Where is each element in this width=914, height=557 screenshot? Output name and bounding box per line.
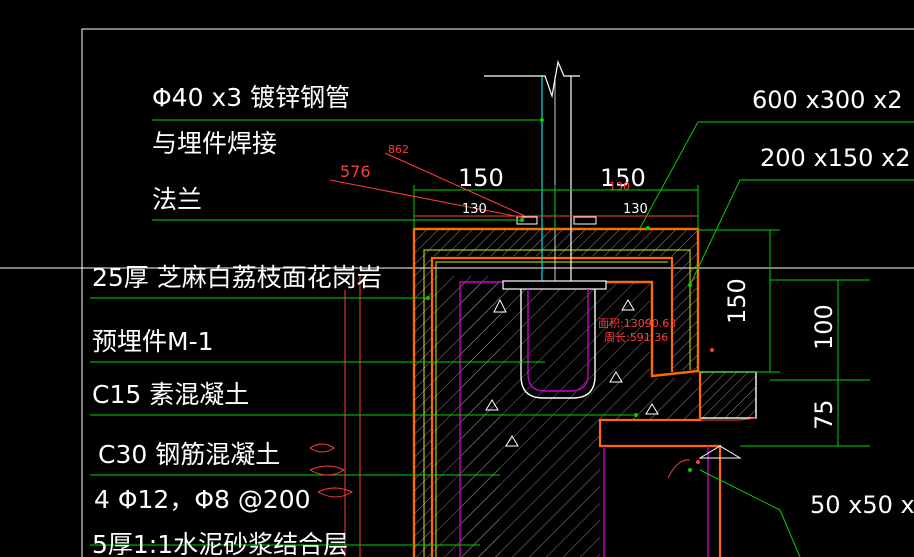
red-point-markers: [696, 348, 714, 464]
dim-b-50: 50 x50 x: [810, 491, 914, 519]
mortar-line-2: [435, 261, 668, 557]
flange-right: [573, 216, 597, 225]
aggregate-marks: [485, 298, 742, 459]
dim-v-150: 150: [723, 278, 751, 324]
dim-right-130: 130: [623, 202, 648, 217]
embed-anchor-u: [520, 289, 596, 399]
edge-block-hatch: [699, 371, 757, 419]
label-granite: 25厚 芝麻白荔枝面花岗岩: [92, 263, 382, 292]
annot-576: 576: [340, 162, 371, 181]
annot-130: 130: [609, 180, 630, 193]
label-c30: C30 钢筋混凝土: [98, 440, 280, 469]
curl-marks: [309, 443, 691, 498]
label-weld: 与埋件焊接: [152, 129, 277, 158]
mortar-line: [423, 249, 691, 557]
dim-v-75: 75: [810, 399, 838, 430]
red-dimension-lines: [329, 152, 757, 557]
dim-top-200: 200 x150 x2: [760, 144, 911, 172]
label-flange: 法兰: [152, 185, 202, 214]
label-rebar: 4 Φ12，Φ8 @200: [94, 485, 311, 514]
c15-outline: [430, 256, 674, 557]
pipe-break-mark: [484, 59, 580, 99]
drawing-frame: [81, 28, 914, 557]
embed-plate: [502, 280, 607, 290]
dim-left-130: 130: [462, 202, 487, 217]
c15-concrete-hatch: [460, 282, 700, 557]
dim-top-600: 600 x300 x2: [752, 86, 903, 114]
annot-area: 面积:13090.63: [598, 317, 676, 330]
dim-v-100: 100: [810, 304, 838, 350]
label-pipe: Φ40 x3 镀锌钢管: [152, 83, 350, 112]
dim-right-150: 150: [600, 164, 646, 192]
leader-lines: [90, 119, 914, 557]
point-markers: [426, 118, 692, 472]
dim-left-150: 150: [458, 164, 504, 192]
annot-862: 862: [388, 143, 409, 156]
dimension-lines: [413, 185, 870, 447]
embed-anchor-u-inner: [527, 289, 589, 392]
label-embed: 预埋件M-1: [92, 327, 214, 356]
label-c15: C15 素混凝土: [92, 380, 249, 409]
annot-perimeter: 周长:591.36: [604, 331, 668, 344]
c15-lower-outline: [598, 372, 722, 557]
label-mortar: 5厚1:1水泥砂浆结合层: [92, 530, 348, 557]
